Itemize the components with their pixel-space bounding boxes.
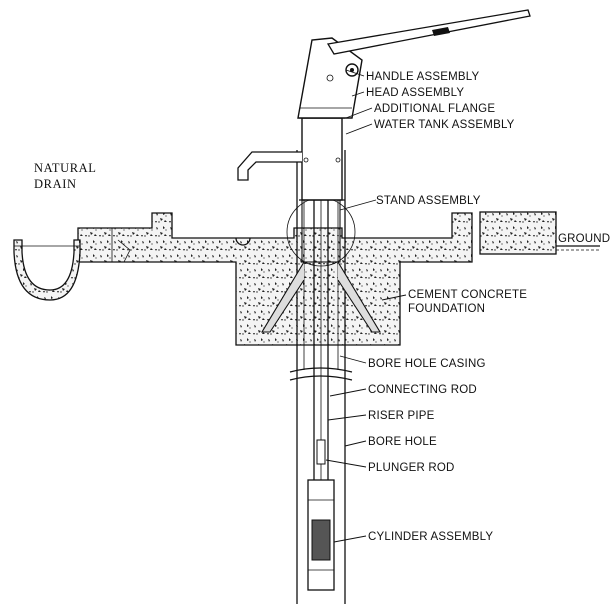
handle [326, 9, 531, 55]
label-water-tank-assembly: WATER TANK ASSEMBLY [374, 119, 515, 131]
natural-drain [13, 239, 81, 301]
label-bore-hole: BORE HOLE [368, 436, 437, 448]
concrete-platform [77, 212, 473, 346]
cylinder-assembly [307, 479, 335, 591]
label-foundation: FOUNDATION [408, 303, 485, 315]
label-additional-flange: ADDITIONAL FLANGE [374, 103, 495, 115]
label-natural: NATURAL [34, 161, 97, 175]
label-cylinder-assembly: CYLINDER ASSEMBLY [368, 531, 493, 543]
label-head-assembly: HEAD ASSEMBLY [366, 87, 464, 99]
leader-lines [325, 69, 407, 543]
label-stand-assembly: STAND ASSEMBLY [376, 195, 481, 207]
stand-assembly [261, 197, 381, 333]
head-assembly [297, 37, 363, 119]
water-tank [237, 117, 345, 201]
label-ground: GROUND [558, 233, 610, 245]
label-plunger-rod: PLUNGER ROD [368, 462, 455, 474]
label-cement-concrete: CEMENT CONCRETE [408, 289, 527, 301]
label-bore-hole-casing: BORE HOLE CASING [368, 358, 486, 370]
label-drain: DRAIN [34, 177, 77, 191]
label-handle-assembly: HANDLE ASSEMBLY [366, 71, 479, 83]
plunger-rod [316, 439, 326, 465]
ground-block [479, 211, 600, 255]
label-connecting-rod: CONNECTING ROD [368, 384, 477, 396]
label-riser-pipe: RISER PIPE [368, 410, 435, 422]
